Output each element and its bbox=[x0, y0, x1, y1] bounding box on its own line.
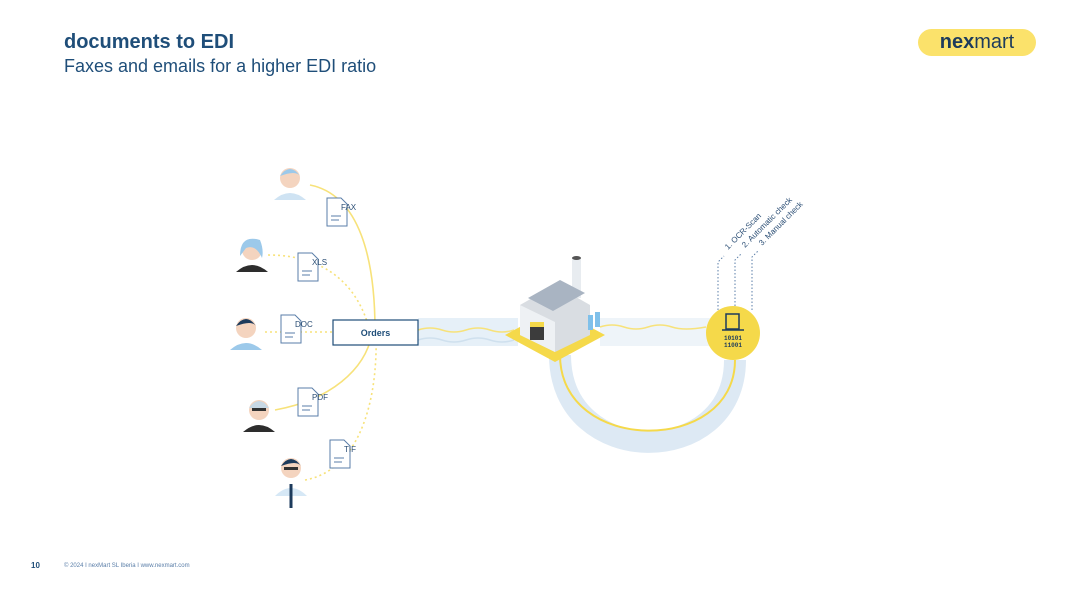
logo-text-bold: nex bbox=[939, 31, 975, 53]
person-avatar bbox=[230, 318, 262, 350]
person-avatar bbox=[274, 168, 306, 200]
document-xls bbox=[297, 252, 319, 282]
page-number: 10 bbox=[31, 561, 40, 570]
document-pdf bbox=[297, 387, 319, 417]
orders-box bbox=[332, 319, 419, 346]
step-lines bbox=[717, 250, 759, 310]
binary-line-1: 10101 bbox=[724, 335, 742, 342]
document-tif bbox=[329, 439, 351, 469]
flow-band-right bbox=[600, 318, 710, 346]
doc-label-xls: XLS bbox=[312, 258, 327, 267]
factory-icon bbox=[505, 256, 605, 362]
person-icons bbox=[230, 168, 307, 508]
document-icons bbox=[280, 197, 351, 469]
doc-label-fax: FAX bbox=[341, 203, 357, 212]
document-fax bbox=[326, 197, 348, 227]
connector-lines bbox=[265, 184, 377, 481]
loop-arc bbox=[549, 354, 746, 453]
person-avatar bbox=[236, 238, 268, 272]
document-doc bbox=[280, 314, 302, 344]
binary-line-2: 11001 bbox=[724, 342, 742, 349]
person-avatar bbox=[275, 458, 307, 508]
logo-text-light: mart bbox=[974, 31, 1015, 53]
footer-text: © 2024 I nexMart SL Iberia I www.nexmart… bbox=[64, 563, 190, 569]
page-title: documents to EDI bbox=[64, 31, 235, 53]
doc-label-pdf: PDF bbox=[312, 393, 328, 402]
step-labels: 1. OCR-Scan 2. Automatic check 3. Manual… bbox=[723, 195, 805, 252]
person-avatar bbox=[243, 400, 275, 432]
edi-conversion-icon: 10101 11001 bbox=[706, 306, 760, 360]
page-subtitle: Faxes and emails for a higher EDI ratio bbox=[64, 56, 377, 76]
orders-label: Orders bbox=[361, 328, 391, 338]
doc-label-tif: TIF bbox=[344, 445, 356, 454]
doc-label-doc: DOC bbox=[295, 320, 313, 329]
